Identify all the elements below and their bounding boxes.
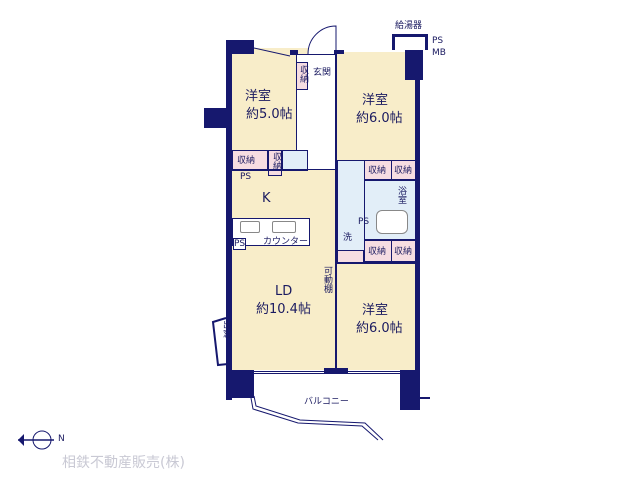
- bay-window: [211, 317, 229, 367]
- shelf-label: 可動棚: [322, 266, 332, 293]
- water-heater: [392, 34, 428, 50]
- pillar-left: [204, 108, 230, 128]
- stove-icon: [240, 221, 260, 233]
- pillar-br: [400, 370, 420, 410]
- western-room-3-size: 約6.0帖: [356, 321, 403, 336]
- company-watermark: 相鉄不動産販売(株): [62, 455, 185, 471]
- western-room-1-size: 約5.0帖: [246, 107, 293, 122]
- pillar-tr: [405, 50, 423, 80]
- ps-label-1: PS: [240, 172, 252, 182]
- western-room-3-name: 洋室: [362, 303, 389, 318]
- western-room-2-size: 約6.0帖: [356, 111, 403, 126]
- western-room-2-name: 洋室: [362, 93, 389, 108]
- bath-label: 浴室: [396, 186, 406, 204]
- pillar-bl: [226, 370, 254, 398]
- storage-6: 収納: [391, 240, 417, 262]
- ld-size: 約10.4帖: [256, 302, 311, 317]
- window-bottom: [254, 371, 400, 374]
- wall-top-mid: [290, 50, 298, 55]
- washer-label: 洗: [343, 233, 353, 243]
- mb-label: MB: [432, 48, 446, 58]
- ld-room: [232, 170, 336, 370]
- wall-top-mid2: [334, 50, 344, 54]
- kitchen-label: K: [262, 191, 271, 206]
- wall-right: [415, 50, 420, 395]
- water-heater-label: 給湯器: [395, 21, 423, 31]
- washroom: [337, 160, 365, 264]
- western-room-1-name: 洋室: [245, 89, 272, 104]
- partition-3: [337, 262, 417, 264]
- north-arrow-icon: [18, 430, 54, 450]
- entrance-label: 玄関: [313, 68, 332, 78]
- western-room-3: [337, 262, 417, 370]
- bathtub: [376, 210, 408, 234]
- compass: N: [16, 428, 65, 452]
- wall-left: [226, 40, 232, 400]
- partition-2: [232, 169, 308, 171]
- ld-name: LD: [275, 284, 293, 299]
- ps-label-3: PS: [432, 36, 444, 46]
- western-room-2: [337, 52, 415, 160]
- counter-label: カウンター: [263, 237, 309, 247]
- window-top: [253, 47, 291, 57]
- bay-window-label: 出窓: [221, 320, 231, 338]
- ps-label-kitchen: PS: [233, 238, 247, 250]
- pillar-tl: [226, 40, 254, 54]
- balcony-label: バルコニー: [304, 397, 349, 407]
- balcony-rail-inner: [250, 397, 379, 441]
- wall-bottom-mid: [324, 368, 348, 373]
- balcony-rail: [253, 395, 384, 441]
- sink-icon: [272, 221, 296, 233]
- entrance-door-swing: [307, 25, 337, 55]
- partition: [335, 54, 337, 370]
- ps-label-2: PS: [358, 217, 370, 227]
- western-room-1: [232, 48, 308, 152]
- storage-entrance: 収納: [296, 62, 308, 90]
